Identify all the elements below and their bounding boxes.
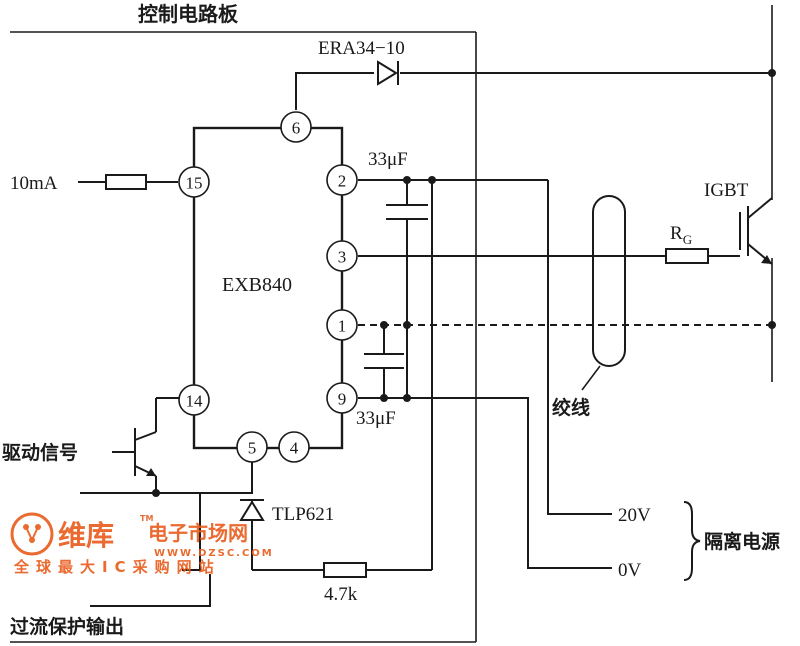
cap-top-label: 33μF (368, 149, 408, 170)
diode-label: ERA34−10 (318, 38, 405, 59)
feedback-resistor (323, 562, 367, 578)
capacitor-top (386, 204, 428, 220)
igbt-label: IGBT (704, 180, 749, 201)
input-current-label: 10mA (10, 173, 58, 194)
drive-transistor (112, 397, 196, 493)
pin-5: 5 (236, 431, 268, 463)
isolated-supply-label: 隔离电源 (704, 530, 780, 553)
svg-text:6: 6 (292, 119, 301, 138)
control-board-outline (10, 31, 477, 643)
pin-15: 15 (178, 166, 210, 198)
diode-era34-10 (377, 60, 399, 86)
watermark: 维库 TM 电子市场网 WWW.DZSC.COM 全球最大IC采购网站 (10, 512, 274, 576)
optocoupler-tlp621 (239, 499, 265, 530)
cap-bottom-label: 33μF (356, 408, 396, 429)
svg-text:15: 15 (186, 174, 203, 193)
igbt-symbol (739, 197, 773, 265)
twisted-pair (592, 195, 626, 367)
supply-brace (683, 501, 701, 581)
pin-3: 3 (326, 240, 358, 272)
svg-text:9: 9 (338, 390, 347, 409)
pin-9: 9 (326, 382, 358, 414)
rg-subscript: G (683, 232, 692, 247)
input-resistor (105, 174, 147, 190)
svg-text:2: 2 (338, 172, 347, 191)
gate-resistor (665, 248, 709, 264)
capacitor-bottom (364, 353, 404, 369)
svg-text:1: 1 (338, 317, 347, 336)
rg-label: RG (670, 223, 692, 247)
pin-1: 1 (326, 309, 358, 341)
supply-20v-label: 20V (618, 505, 651, 526)
pin-2: 2 (326, 164, 358, 196)
watermark-name: 电子市场网 (148, 521, 248, 545)
drive-signal-label: 驱动信号 (2, 441, 78, 464)
watermark-tm: TM (140, 514, 153, 523)
supply-0v-label: 0V (618, 560, 642, 581)
feedback-resistor-label: 4.7k (324, 584, 358, 605)
twisted-pair-label: 绞线 (552, 396, 590, 419)
overcurrent-output-label: 过流保护输出 (10, 615, 124, 638)
watermark-logo-icon (10, 512, 54, 556)
pin-4: 4 (278, 431, 310, 463)
optocoupler-label: TLP621 (272, 504, 334, 525)
pin-14: 14 (178, 384, 210, 416)
watermark-url: WWW.DZSC.COM (154, 548, 274, 559)
chip-name: EXB840 (222, 274, 292, 296)
svg-text:3: 3 (338, 248, 347, 267)
watermark-brand: 维库 (58, 519, 114, 552)
pin-6: 6 (280, 111, 312, 143)
junction-dots (152, 69, 776, 497)
svg-text:14: 14 (186, 392, 204, 411)
svg-text:5: 5 (248, 439, 257, 458)
watermark-slogan: 全球最大IC采购网站 (13, 558, 221, 576)
svg-text:4: 4 (290, 439, 299, 458)
exb840-chip-body (192, 126, 344, 450)
board-label: 控制电路板 (138, 2, 239, 26)
